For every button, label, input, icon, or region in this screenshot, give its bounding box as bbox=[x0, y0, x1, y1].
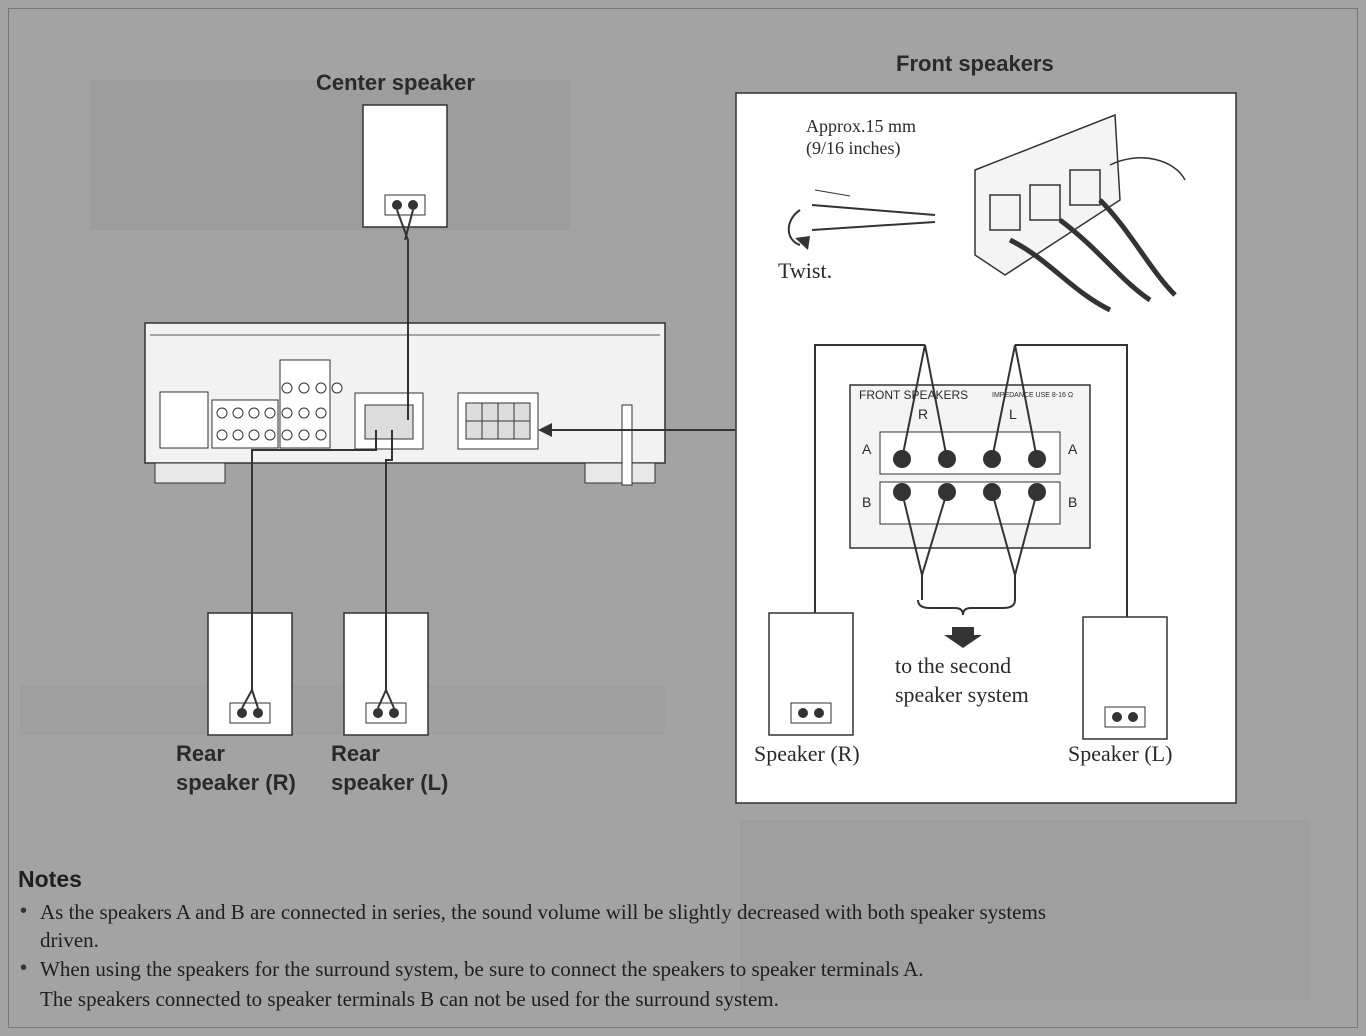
terminal-impedance: IMPEDANCE USE 8-16 Ω bbox=[992, 392, 1074, 399]
speaker-r-label: Speaker (R) bbox=[754, 741, 860, 766]
down-arrow bbox=[944, 627, 982, 648]
bleed-through-area-2 bbox=[20, 685, 665, 735]
page-frame bbox=[8, 8, 1358, 1028]
twist-label: Twist. bbox=[778, 258, 833, 283]
note-bullet-1: • bbox=[20, 900, 28, 922]
row-a-left-label: A bbox=[862, 441, 872, 457]
center-speaker-label: Center speaker bbox=[316, 70, 475, 95]
rear-speaker-l-label-2: speaker (L) bbox=[331, 770, 449, 795]
notes-title: Notes bbox=[18, 866, 82, 892]
row-b-left-label: B bbox=[862, 494, 872, 510]
bleed-through-area-3 bbox=[740, 820, 1310, 1000]
terminal-l-label: L bbox=[1009, 406, 1017, 422]
terminal-title: FRONT SPEAKERS bbox=[859, 388, 969, 402]
row-b-right-label: B bbox=[1068, 494, 1078, 510]
approx-length-inches-label: (9/16 inches) bbox=[806, 138, 901, 158]
note-2-line-2: The speakers connected to speaker termin… bbox=[40, 987, 779, 1011]
front-speakers-label: Front speakers bbox=[896, 51, 1054, 76]
rca-jacks bbox=[211, 359, 343, 449]
power-cord bbox=[621, 404, 633, 486]
second-system-label-2: speaker system bbox=[895, 682, 1029, 707]
rear-speaker-r-label-1: Rear bbox=[176, 741, 225, 766]
terminal-hand-sketch bbox=[974, 113, 1186, 313]
note-2-line-1: When using the speakers for the surround… bbox=[40, 957, 924, 981]
center-speaker-terminal bbox=[384, 194, 426, 216]
note-1-line-2: driven. bbox=[40, 928, 99, 952]
rear-speaker-l-label-1: Rear bbox=[331, 741, 380, 766]
bleed-through-area-1 bbox=[90, 80, 570, 230]
terminal-r-label: R bbox=[918, 406, 929, 422]
rear-speaker-r-label-2: speaker (R) bbox=[176, 770, 296, 795]
note-bullet-2: • bbox=[20, 957, 28, 979]
twist-wire-sketch bbox=[787, 189, 936, 250]
speaker-l-label: Speaker (L) bbox=[1068, 741, 1173, 766]
row-a-right-label: A bbox=[1068, 441, 1078, 457]
approx-length-label: Approx.15 mm bbox=[806, 116, 916, 136]
note-1-line-1: As the speakers A and B are connected in… bbox=[40, 900, 1047, 924]
second-system-label-1: to the second bbox=[895, 653, 1012, 678]
